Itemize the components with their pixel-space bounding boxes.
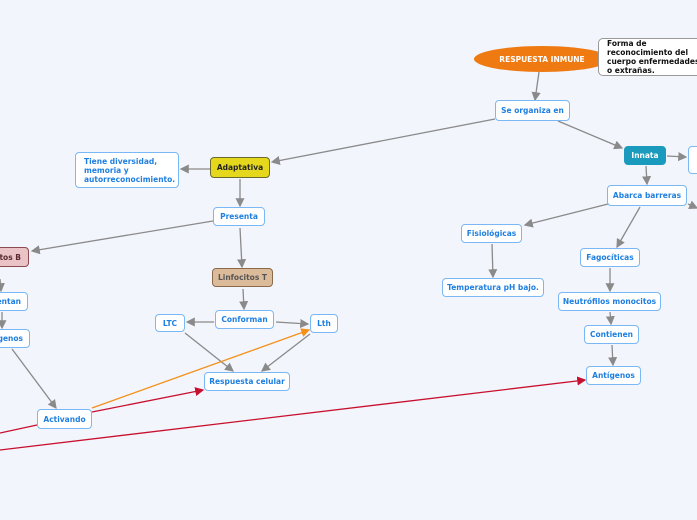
node-innata[interactable]: Innata xyxy=(624,146,666,165)
note-box[interactable]: Forma de reconocimiento del cuerpo enfer… xyxy=(598,38,697,76)
node-tiene[interactable]: Tiene diversidad, memoria y autorreconoc… xyxy=(75,152,179,188)
node-neutrofilos[interactable]: Neutrófilos monocitos xyxy=(558,292,661,311)
node-innata-detail[interactable] xyxy=(688,146,697,174)
node-antigenos-b[interactable]: Antígenos xyxy=(0,329,30,348)
node-organiza[interactable]: Se organiza en xyxy=(495,100,570,121)
node-adaptativa[interactable]: Adaptativa xyxy=(210,157,270,178)
node-activando[interactable]: Activando xyxy=(37,409,92,429)
node-linfocitos-t[interactable]: Linfocitos T xyxy=(212,268,273,287)
node-respuesta-celular[interactable]: Respuesta celular xyxy=(204,372,290,391)
node-lth[interactable]: Lth xyxy=(310,314,338,333)
node-fagociticas[interactable]: Fagocíticas xyxy=(580,248,640,267)
node-linfocitos-b[interactable]: Linfocitos B xyxy=(0,247,29,267)
node-fisiologicas[interactable]: Fisiológicas xyxy=(461,224,522,243)
node-contienen[interactable]: Contienen xyxy=(584,325,639,344)
node-presenta[interactable]: Presenta xyxy=(213,207,265,226)
node-presentan[interactable]: Presentan xyxy=(0,292,28,311)
node-abarca[interactable]: Abarca barreras xyxy=(607,185,687,206)
node-conforman[interactable]: Conforman xyxy=(215,310,274,329)
node-antigenos[interactable]: Antígenos xyxy=(586,366,641,385)
node-temperatura[interactable]: Temperatura pH bajo. xyxy=(442,278,544,297)
root-node[interactable]: RESPUESTA INMUNE xyxy=(474,46,610,72)
node-ltc[interactable]: LTC xyxy=(155,314,185,332)
